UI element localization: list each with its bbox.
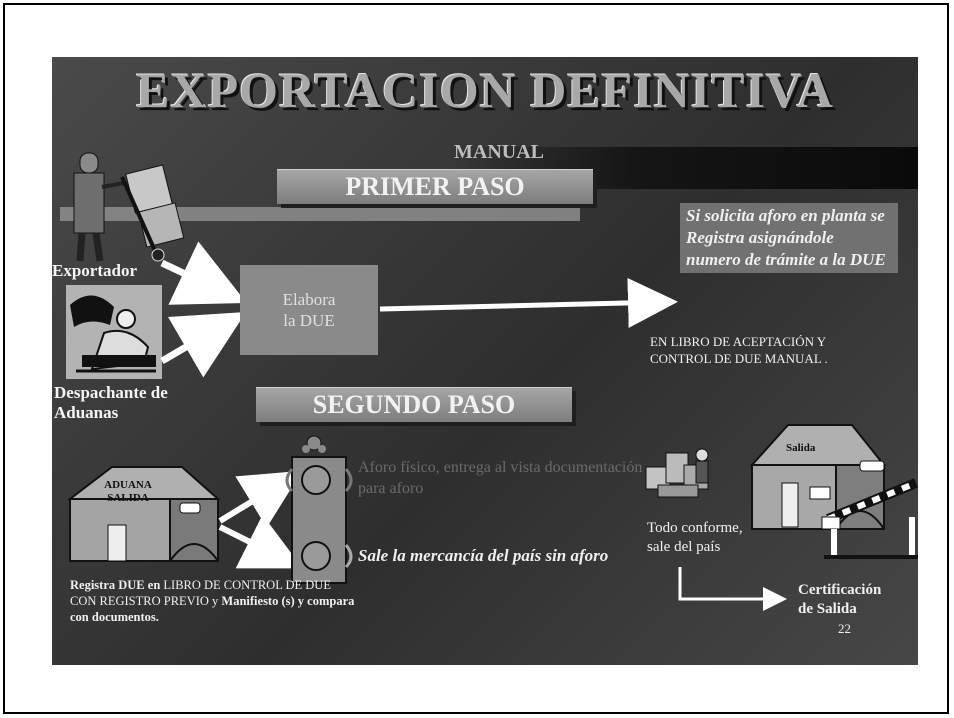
slide: EXPORTACION DEFINITIVA MANUAL PRIMER PAS…: [52, 57, 918, 665]
aduana-label-line1: ADUANA: [104, 479, 152, 491]
certificacion-label: Certificación de Salida: [798, 581, 881, 619]
conforme-line2: sale del país: [647, 539, 721, 555]
primer-paso-banner: PRIMER PASO: [277, 169, 593, 204]
barrier-gate-icon: [821, 478, 918, 559]
aforo-fisico-note: Aforo físico, entrega al vista documenta…: [358, 459, 643, 497]
slide-title: EXPORTACION DEFINITIVA: [136, 62, 834, 118]
diagram-graphics: [66, 152, 918, 611]
sin-aforo-note: Sale la mercancía del país sin aforo: [358, 546, 609, 565]
decorative-bar: [60, 207, 580, 221]
todo-conforme-note: Todo conforme, sale del país: [647, 519, 743, 557]
exportador-label: Exportador: [52, 261, 137, 280]
despachante-label-line1: Despachante de: [54, 383, 168, 402]
due-box-line2: la DUE: [283, 311, 335, 330]
page-frame: [3, 3, 949, 714]
page-number: 22: [838, 621, 851, 636]
traffic-light-icon: [285, 435, 353, 584]
libro-line2: CONTROL DE DUE MANUAL .: [650, 351, 828, 366]
registra-due-note: Registra DUE en LIBRO DE CONTROL DE DUE …: [70, 577, 360, 625]
salida-building-label: Salida: [786, 442, 816, 454]
exit-building-icon: [749, 424, 887, 530]
due-box-line1: Elabora: [282, 290, 336, 309]
certificacion-line1: Certificación: [798, 582, 882, 598]
aduana-label-line2: SALIDA: [107, 492, 149, 504]
customs-building-icon: [67, 466, 221, 562]
segundo-paso-banner: SEGUNDO PASO: [256, 387, 572, 422]
elabora-due-box: Elabora la DUE: [240, 265, 378, 355]
exportador-hand-truck-icon: [73, 152, 185, 262]
registra-text: LIBRO DE CONTROL DE DUE CON REGISTRO PRE…: [70, 578, 331, 608]
cargo-workers-icon: [645, 448, 709, 498]
registra-bold-1: Registra DUE en: [70, 578, 161, 592]
despachante-label-line2: Aduanas: [54, 403, 119, 422]
registro-note: Si solicita aforo en planta se Registra …: [680, 203, 898, 273]
despachante-at-desk-icon: [66, 285, 162, 379]
manual-label: MANUAL: [454, 141, 544, 163]
aduana-salida-label: ADUANA SALIDA: [92, 479, 164, 505]
registra-bold-2: Manifiesto (s) y compara con documentos.: [70, 594, 355, 624]
certificacion-line2: de Salida: [798, 601, 857, 617]
conforme-line1: Todo conforme,: [647, 520, 743, 536]
libro-control-note: EN LIBRO DE ACEPTACIÓN Y CONTROL DE DUE …: [650, 333, 828, 367]
libro-line1: EN LIBRO DE ACEPTACIÓN Y: [650, 334, 827, 349]
